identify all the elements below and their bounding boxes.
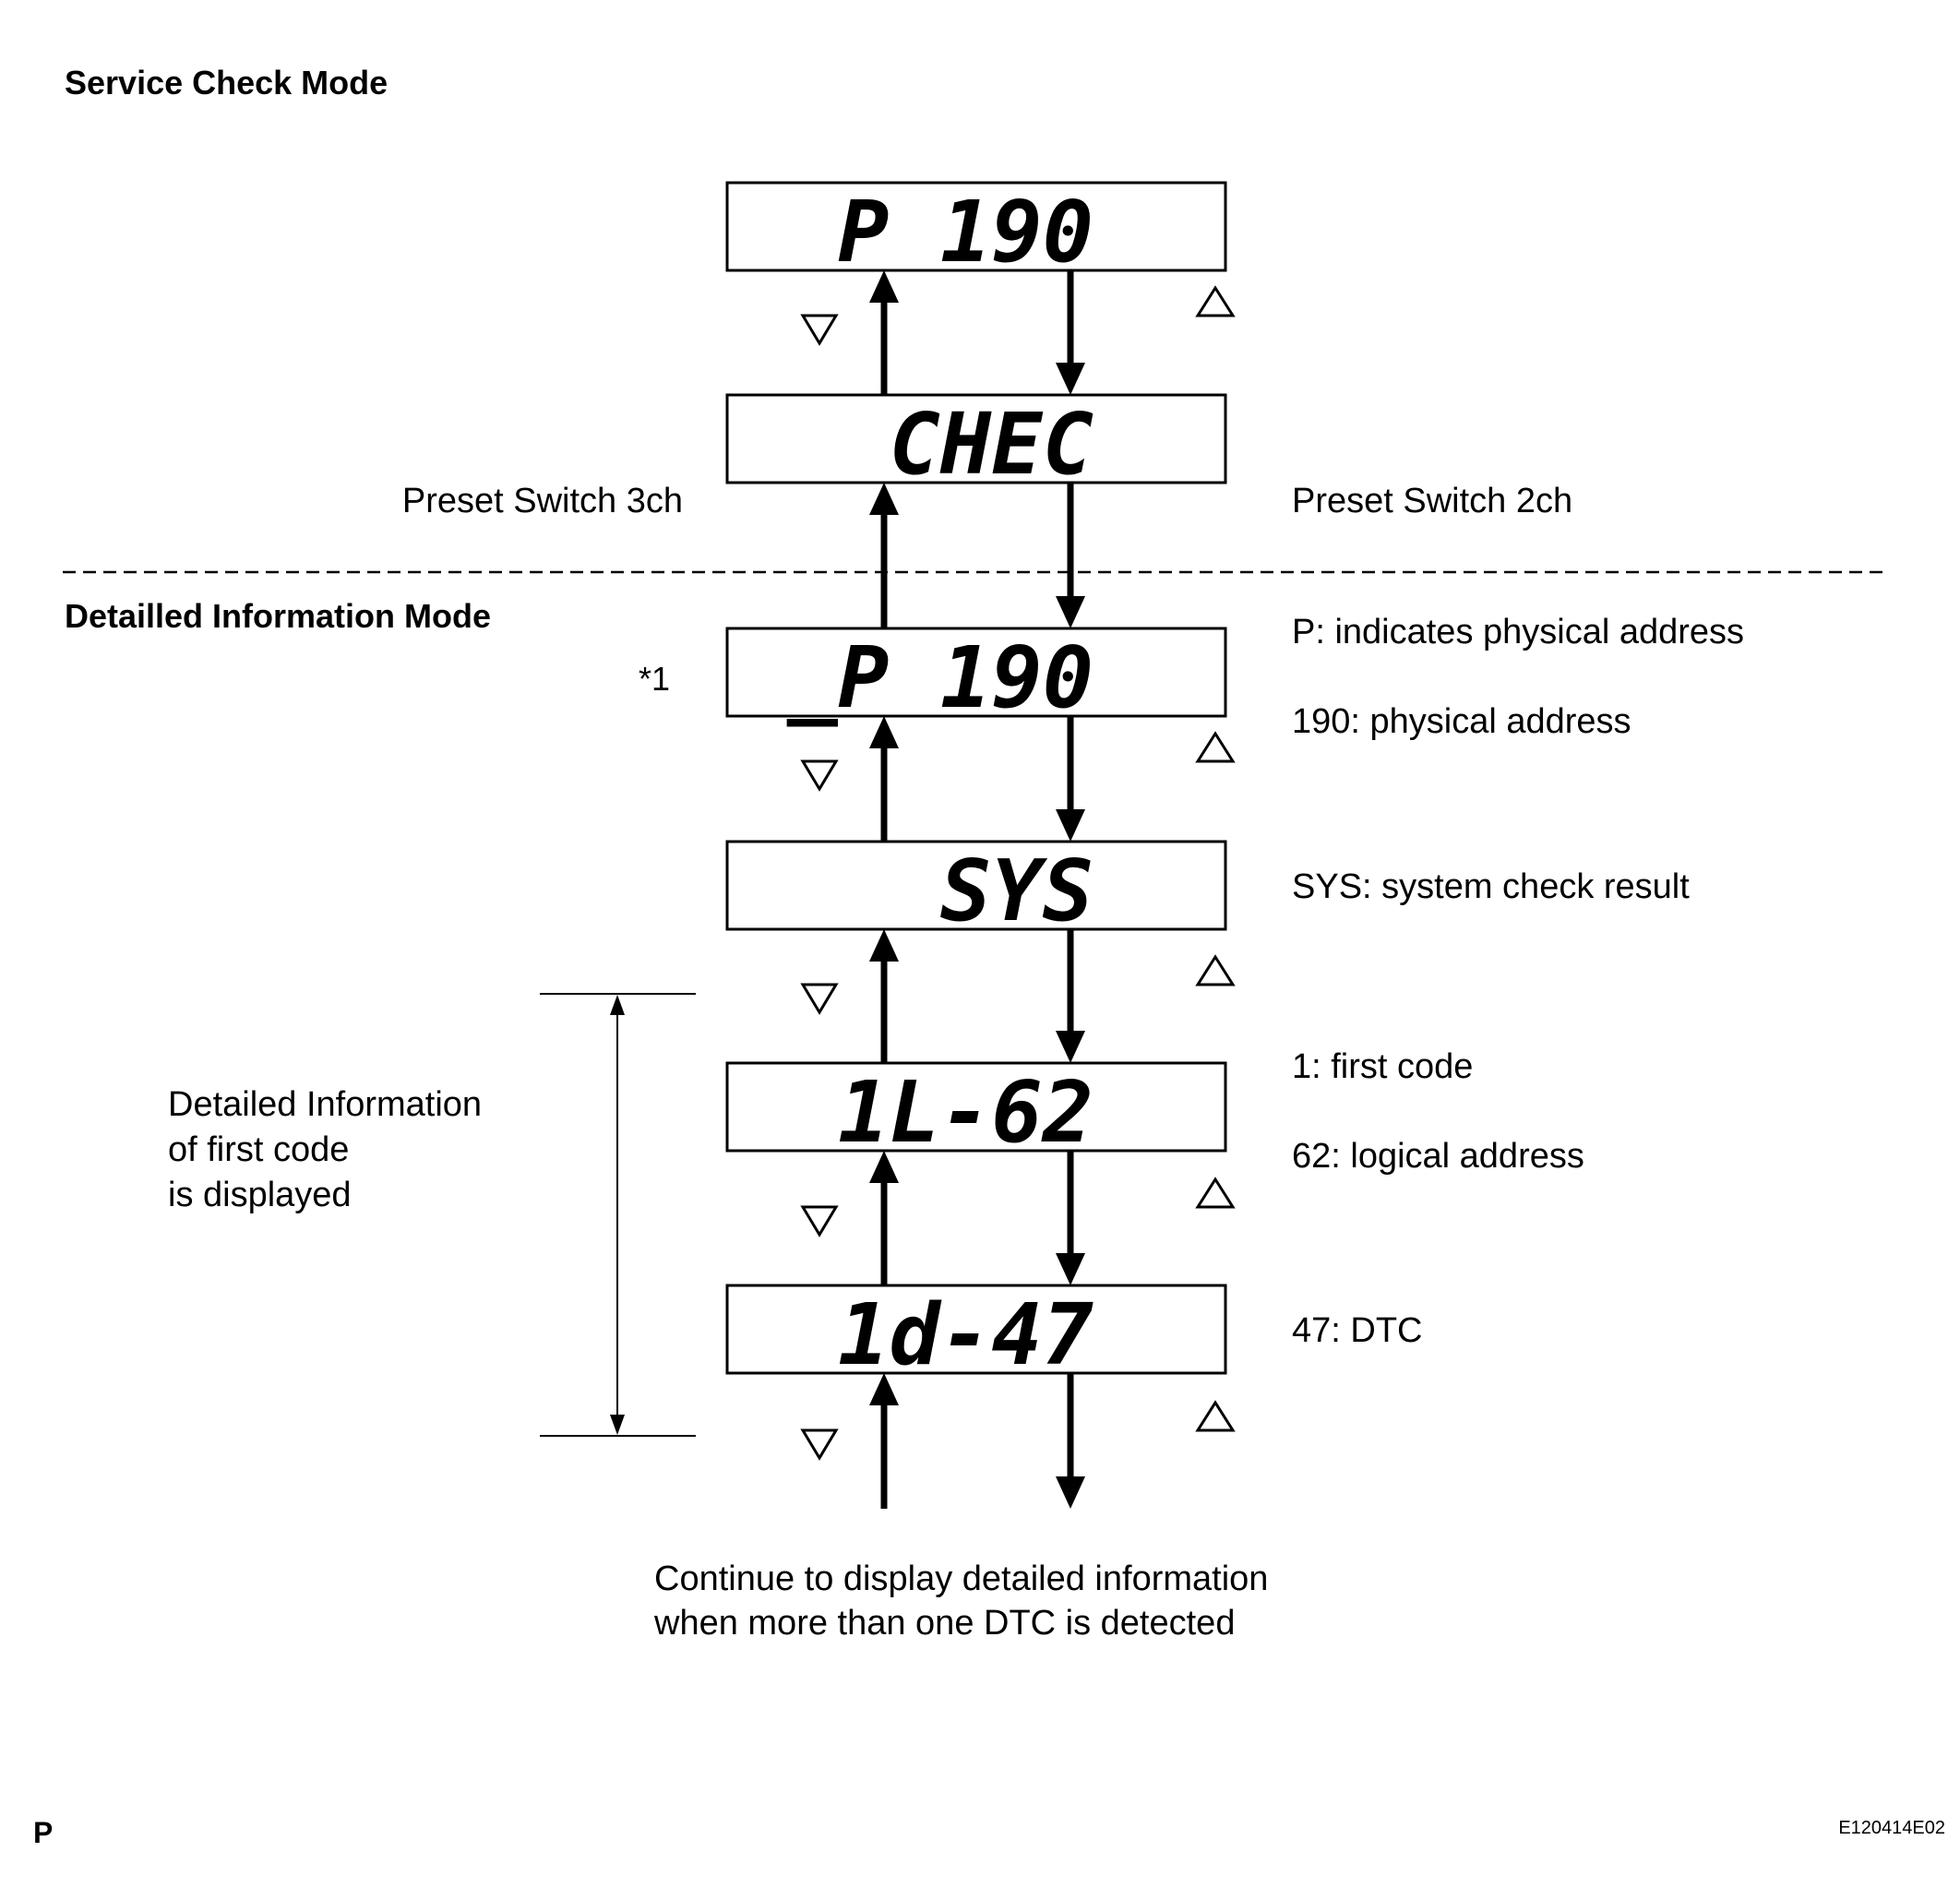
down-arrow [1056, 1151, 1085, 1285]
up-arrow [869, 270, 899, 395]
up-triangle-icon [1195, 954, 1236, 986]
down-triangle-icon [800, 1205, 839, 1237]
up-arrow [869, 929, 899, 1063]
display-1d47: 1d-47 [725, 1284, 1227, 1384]
down-arrow [1056, 483, 1085, 628]
preset-switch-3ch-label: Preset Switch 3ch [402, 482, 683, 520]
up-triangle-icon [1195, 285, 1236, 317]
detailed-info-text-line2: of first code [168, 1130, 349, 1169]
continue-note-line2: when more than one DTC is detected [653, 1604, 1235, 1643]
down-triangle-icon [800, 759, 839, 792]
first-code-label: 1: first code [1292, 1047, 1473, 1086]
corner-section-letter: P [33, 1816, 53, 1849]
display-chec-text: CHEC [889, 395, 1094, 494]
figure-id: E120414E02 [1838, 1818, 1945, 1838]
display-p190-detail: _P 190 [725, 627, 1227, 727]
up-triangle-icon [1195, 731, 1236, 763]
display-1d47-text: 1d-47 [838, 1285, 1094, 1384]
display-1l62: 1L-62 [725, 1061, 1227, 1162]
preset-switch-2ch-label: Preset Switch 2ch [1292, 482, 1572, 520]
dtc-label: 47: DTC [1292, 1311, 1422, 1350]
p-indicates-label: P: indicates physical address [1292, 613, 1744, 651]
display-sys-text: SYS [940, 842, 1094, 940]
note-reference: *1 [639, 660, 670, 698]
up-button-icons [1195, 285, 1236, 1432]
physical-address-label: 190: physical address [1292, 702, 1631, 741]
down-triangle-icon [800, 983, 839, 1015]
detailed-information-mode-heading: Detailled Information Mode [65, 597, 491, 635]
up-arrows [869, 270, 899, 1509]
display-sys: SYS [725, 840, 1227, 940]
display-p190-detail-text: _P 190 [787, 628, 1094, 727]
down-arrow [1056, 716, 1085, 842]
continue-note-line1: Continue to display detailed information [654, 1559, 1268, 1598]
detailed-info-text-line1: Detailed Information [168, 1085, 482, 1124]
display-p190-text: P 190 [838, 183, 1094, 281]
down-arrow [1056, 270, 1085, 395]
display-1l62-text: 1L-62 [838, 1063, 1094, 1162]
logical-address-label: 62: logical address [1292, 1137, 1584, 1176]
detailed-info-text-line3: is displayed [168, 1176, 352, 1214]
down-triangle-icon [800, 314, 839, 346]
down-button-icons [800, 314, 839, 1461]
up-arrow [869, 1151, 899, 1285]
up-arrow [869, 1373, 899, 1509]
display-chec: CHEC [725, 393, 1227, 494]
down-arrow [1056, 929, 1085, 1063]
down-arrow [1056, 1373, 1085, 1509]
system-check-result-label: SYS: system check result [1292, 867, 1690, 906]
display-p190: P 190 [725, 181, 1227, 281]
down-triangle-icon [800, 1428, 839, 1461]
up-triangle-icon [1195, 1177, 1236, 1209]
service-check-mode-heading: Service Check Mode [65, 64, 388, 102]
detailed-info-range-bracket [540, 993, 696, 1437]
down-arrows [1056, 270, 1085, 1509]
up-arrow [869, 716, 899, 842]
up-triangle-icon [1195, 1400, 1236, 1432]
up-arrow [869, 483, 899, 628]
